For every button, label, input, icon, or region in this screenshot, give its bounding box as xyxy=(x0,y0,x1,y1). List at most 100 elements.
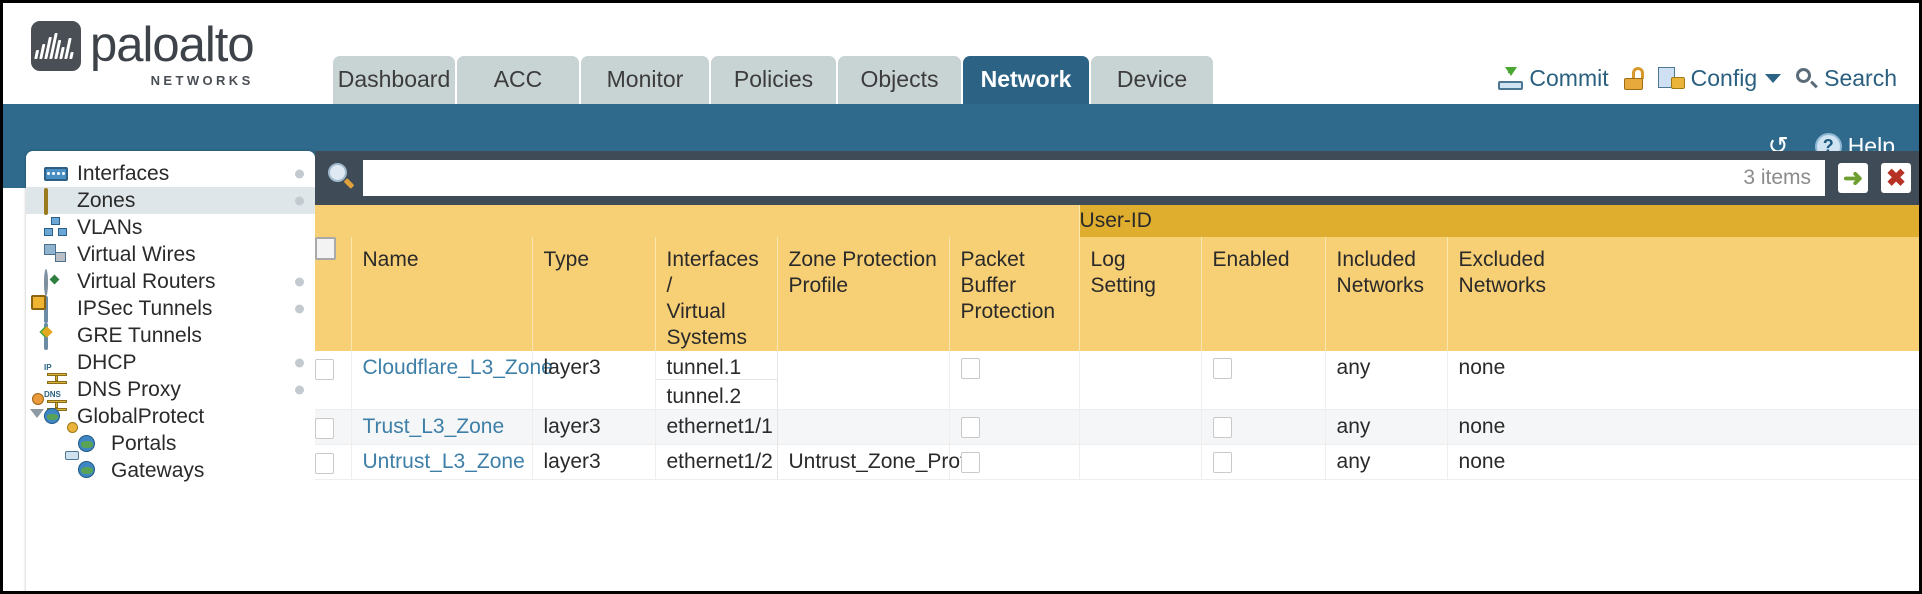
filter-input[interactable] xyxy=(363,160,1744,196)
lock-button[interactable] xyxy=(1623,67,1644,90)
zones-icon xyxy=(44,187,70,215)
brand-tagline: NETWORKS xyxy=(150,73,254,88)
sidebar-item-vlans[interactable]: VLANs xyxy=(26,214,315,241)
dhcp-icon: IP xyxy=(44,352,70,384)
gateways-icon xyxy=(65,450,104,482)
expand-triangle-icon[interactable] xyxy=(30,409,44,418)
sidebar-item-dhcp[interactable]: IP DHCP xyxy=(26,349,315,384)
sidebar-item-virtual-routers[interactable]: Virtual Routers xyxy=(26,268,315,296)
zone-protection-cell: Untrust_Zone_Prof xyxy=(777,444,966,480)
zone-name-cell[interactable]: Trust_L3_Zone xyxy=(351,409,533,445)
sidebar-item-gateways[interactable]: Gateways xyxy=(26,450,315,484)
sidebar-item-status-dot xyxy=(295,169,304,178)
sidebar-item-zones[interactable]: Zones xyxy=(26,187,315,215)
sidebar-item-status-dot xyxy=(295,385,304,394)
packet-buffer-checkbox[interactable] xyxy=(960,451,980,473)
tab-dashboard[interactable]: Dashboard xyxy=(333,56,455,104)
row-select-cell[interactable] xyxy=(315,351,352,410)
zone-name-cell[interactable]: Cloudflare_L3_Zone xyxy=(351,351,553,410)
user-id-enabled-cell[interactable] xyxy=(1201,351,1326,410)
user-id-enabled-checkbox[interactable] xyxy=(1212,416,1232,438)
apply-filter-button[interactable]: ➜ xyxy=(1838,163,1868,193)
sidebar-item-label: Virtual Routers xyxy=(77,269,216,293)
header-type[interactable]: Type xyxy=(532,237,656,351)
header-name[interactable]: Name xyxy=(351,237,533,351)
user-id-enabled-checkbox[interactable] xyxy=(1212,357,1232,379)
zone-type-cell: layer3 xyxy=(532,351,656,410)
group-header-user-id: User-ID xyxy=(1079,205,1919,237)
sidebar-item-ipsec-tunnels[interactable]: IPSec Tunnels xyxy=(26,295,315,323)
zone-name-link[interactable]: Cloudflare_L3_Zone xyxy=(362,356,553,379)
row-checkbox[interactable] xyxy=(315,358,334,380)
commit-label: Commit xyxy=(1529,65,1609,91)
row-select-cell[interactable] xyxy=(315,409,352,445)
config-menu[interactable]: Config xyxy=(1657,65,1782,92)
tab-acc[interactable]: ACC xyxy=(457,56,579,104)
clear-filter-button[interactable]: ✖ xyxy=(1881,163,1911,193)
user-id-enabled-cell[interactable] xyxy=(1201,409,1326,445)
zone-name-link[interactable]: Untrust_L3_Zone xyxy=(362,450,525,473)
unlock-padlock-icon xyxy=(1623,67,1644,90)
row-checkbox[interactable] xyxy=(315,417,334,439)
search-button[interactable]: Search xyxy=(1795,65,1897,92)
packet-buffer-cell[interactable] xyxy=(949,409,1080,445)
tab-network[interactable]: Network xyxy=(963,56,1089,104)
sidebar-item-portals[interactable]: Portals xyxy=(26,421,315,457)
row-select-cell[interactable] xyxy=(315,444,352,480)
packet-buffer-checkbox[interactable] xyxy=(960,416,980,438)
group-header-row: User-ID xyxy=(315,205,1919,237)
row-checkbox[interactable] xyxy=(315,452,334,474)
sidebar-item-status-dot xyxy=(295,304,304,313)
interface-value: tunnel.1 xyxy=(655,351,777,380)
sidebar-item-status-dot xyxy=(295,358,304,367)
dns-proxy-icon: DNS xyxy=(44,379,70,411)
sidebar-item-label: GlobalProtect xyxy=(77,404,205,428)
header-enabled[interactable]: Enabled xyxy=(1201,237,1326,351)
tab-monitor[interactable]: Monitor xyxy=(581,56,709,104)
excluded-networks-cell: none xyxy=(1447,351,1919,410)
commit-button[interactable]: Commit xyxy=(1498,65,1609,92)
packet-buffer-cell[interactable] xyxy=(949,444,1080,480)
sidebar-item-label: IPSec Tunnels xyxy=(77,296,213,320)
sidebar-item-label: VLANs xyxy=(77,215,143,239)
sidebar-item-gre-tunnels[interactable]: GRE Tunnels xyxy=(26,322,315,350)
filter-bar: 3 items ➜ ✖ xyxy=(315,151,1919,205)
interface-value: tunnel.2 xyxy=(666,385,742,408)
sidebar-item-label: DHCP xyxy=(77,350,137,374)
packet-buffer-checkbox[interactable] xyxy=(960,357,980,379)
tab-policies[interactable]: Policies xyxy=(711,56,836,104)
chevron-down-icon xyxy=(1765,74,1782,83)
packet-buffer-cell[interactable] xyxy=(949,351,1080,410)
included-networks-cell: any xyxy=(1325,409,1448,445)
sidebar-item-virtual-wires[interactable]: Virtual Wires xyxy=(26,241,315,268)
sidebar-item-interfaces[interactable]: Interfaces xyxy=(26,160,315,187)
zone-name-link[interactable]: Trust_L3_Zone xyxy=(362,415,505,438)
sidebar-item-globalprotect[interactable]: GlobalProtect xyxy=(26,392,315,430)
config-key-icon xyxy=(1657,67,1685,90)
sidebar-item-label: Virtual Wires xyxy=(77,242,196,266)
commit-download-icon xyxy=(1498,67,1524,90)
virtual-routers-icon xyxy=(44,268,70,296)
tab-device[interactable]: Device xyxy=(1091,56,1213,104)
search-magnifier-icon[interactable] xyxy=(325,161,359,195)
header-log-setting[interactable]: Log Setting xyxy=(1079,237,1202,351)
zone-name-cell[interactable]: Untrust_L3_Zone xyxy=(351,444,533,480)
user-id-enabled-checkbox[interactable] xyxy=(1212,451,1232,473)
tab-objects[interactable]: Objects xyxy=(838,56,961,104)
select-all-checkbox[interactable] xyxy=(315,237,336,260)
user-id-enabled-cell[interactable] xyxy=(1201,444,1326,480)
items-count-label: 3 items xyxy=(1743,160,1825,196)
paloalto-logo-mark-icon xyxy=(31,21,81,71)
